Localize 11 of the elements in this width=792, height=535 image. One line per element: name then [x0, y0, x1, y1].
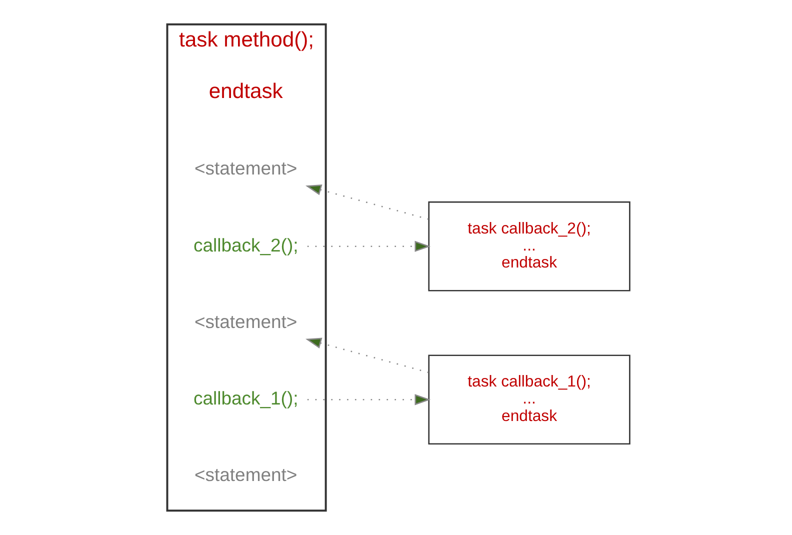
node-text: <statement>	[194, 310, 297, 332]
node-box: task callback_2(); ... endtask	[428, 201, 630, 292]
node-text: <statement>	[194, 464, 297, 486]
node-text: callback_1();	[192, 388, 298, 409]
arrow	[306, 240, 430, 252]
node-text: callback_2();	[192, 234, 298, 256]
node-box: task callback_1(); ... endtask	[428, 354, 630, 445]
node-text: <statement>	[194, 158, 297, 179]
arrow	[305, 184, 428, 220]
arrow	[305, 338, 428, 374]
arrow	[306, 394, 430, 406]
